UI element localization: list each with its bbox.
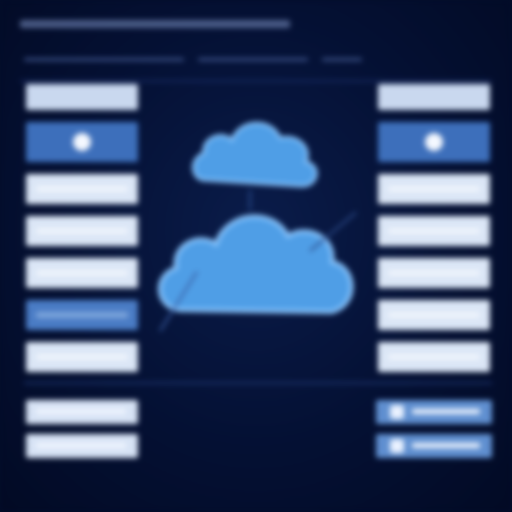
circle-icon	[73, 133, 91, 151]
title-placeholder	[20, 20, 290, 28]
breadcrumb-item[interactable]	[322, 58, 362, 61]
breadcrumb-item[interactable]	[198, 58, 308, 61]
right-panel-node[interactable]	[378, 122, 490, 162]
circle-icon	[425, 133, 443, 151]
square-icon	[390, 439, 404, 453]
left-panel-row[interactable]	[26, 258, 138, 288]
right-panel-row[interactable]	[378, 342, 490, 372]
left-panel-header	[26, 84, 138, 110]
right-panel-row[interactable]	[378, 216, 490, 246]
left-card-row[interactable]	[26, 434, 138, 458]
right-card-row[interactable]	[376, 434, 492, 458]
left-panel	[26, 84, 138, 372]
right-panel-header	[378, 84, 490, 110]
right-card	[376, 400, 492, 496]
breadcrumb-item[interactable]	[24, 58, 184, 61]
breadcrumb	[24, 58, 384, 64]
right-card-row[interactable]	[376, 400, 492, 424]
header-divider	[20, 80, 492, 82]
section-divider	[24, 382, 492, 384]
right-panel-row[interactable]	[378, 300, 490, 330]
left-panel-row[interactable]	[26, 216, 138, 246]
left-panel-row[interactable]	[26, 174, 138, 204]
title-bar	[20, 14, 290, 34]
right-panel	[378, 84, 490, 372]
square-icon	[390, 405, 404, 419]
left-card-row[interactable]	[26, 400, 138, 424]
left-panel-node[interactable]	[26, 122, 138, 162]
left-panel-row-selected[interactable]	[26, 300, 138, 330]
right-panel-row[interactable]	[378, 174, 490, 204]
left-panel-row[interactable]	[26, 342, 138, 372]
cloud-icon[interactable]	[158, 214, 354, 315]
cloud-icon[interactable]	[192, 121, 318, 188]
left-card	[26, 400, 138, 496]
right-panel-row[interactable]	[378, 258, 490, 288]
